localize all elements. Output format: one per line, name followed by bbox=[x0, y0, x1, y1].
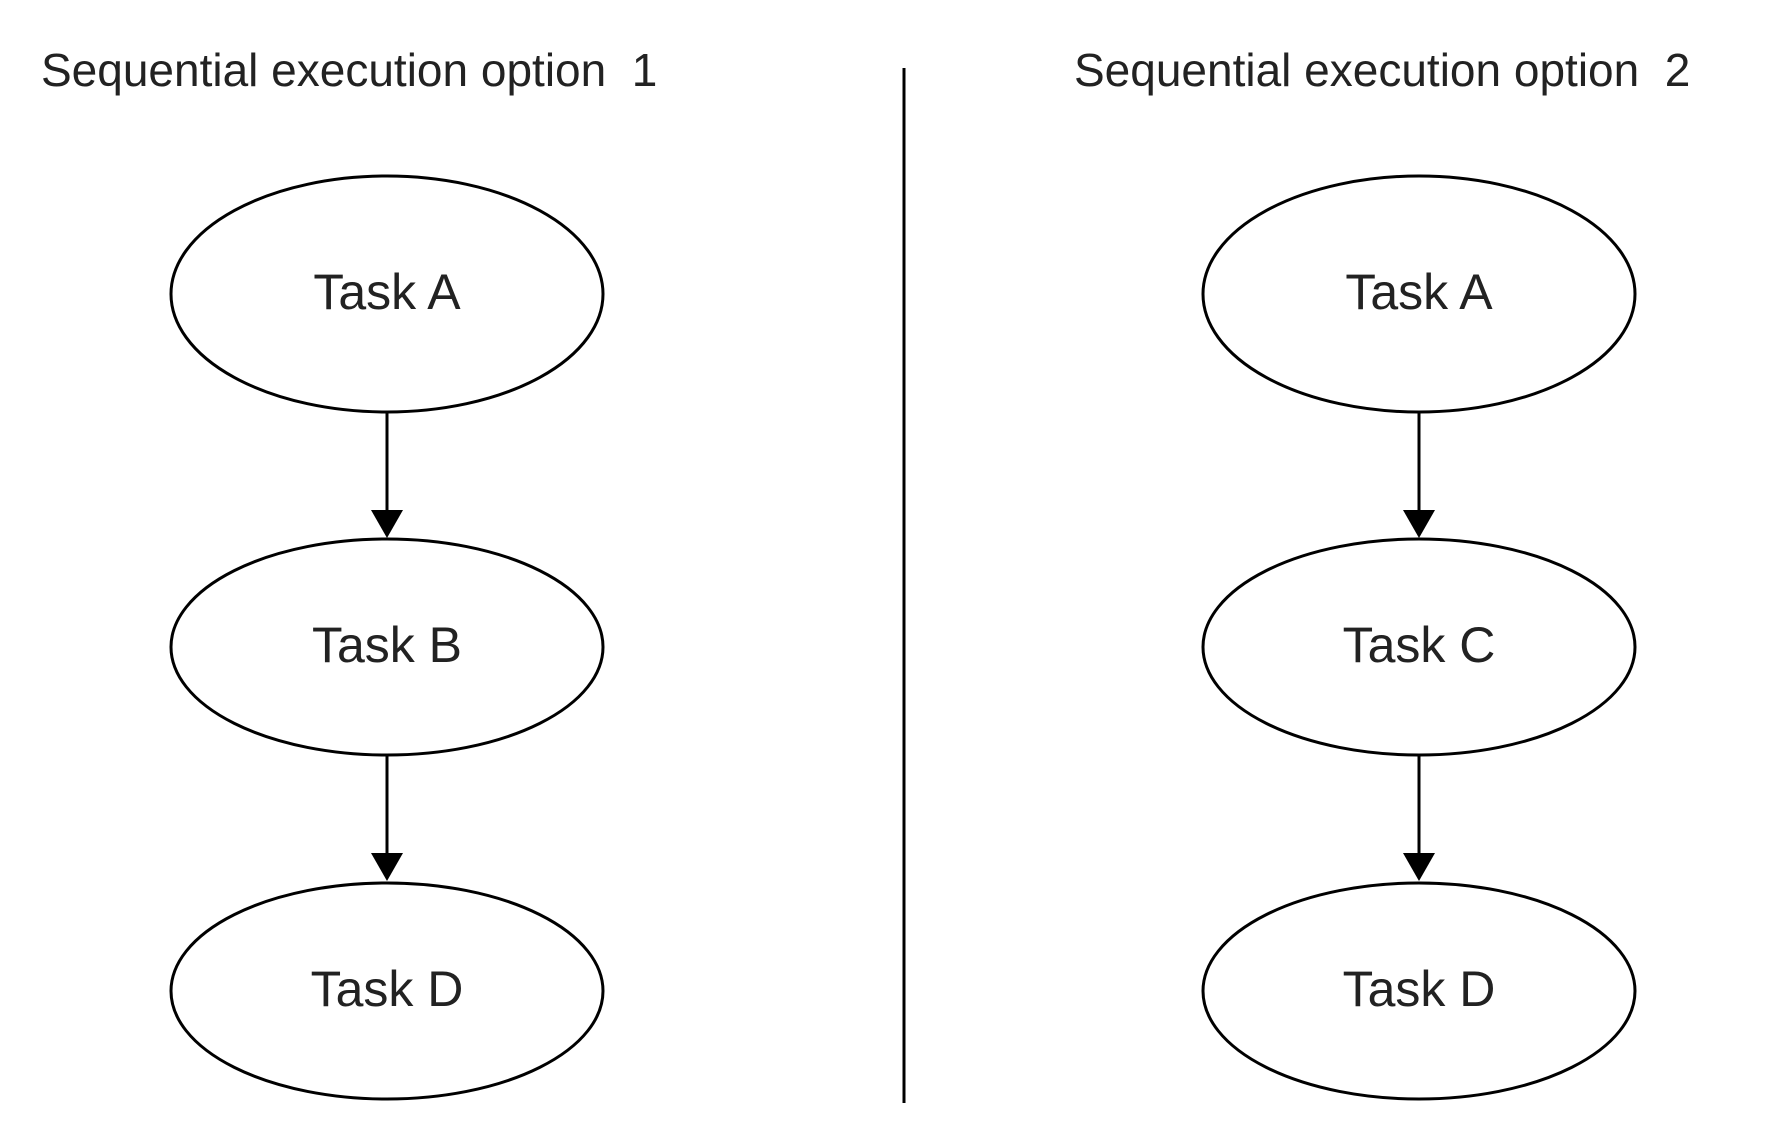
option-1-node-task-b: Task B bbox=[169, 537, 605, 757]
option-2-arrowhead-c-to-d bbox=[1403, 853, 1435, 881]
option-1-panel: Sequential execution option 1 Task A Tas… bbox=[41, 44, 657, 1101]
option-2-node-task-c-shape bbox=[1201, 537, 1637, 757]
option-1-title: Sequential execution option 1 bbox=[41, 44, 657, 96]
option-1-node-task-d-label: Task D bbox=[311, 961, 464, 1017]
option-1-arrowhead-b-to-d bbox=[371, 853, 403, 881]
option-1-node-task-b-label: Task B bbox=[312, 617, 462, 673]
option-2-node-task-d: Task D bbox=[1201, 881, 1637, 1101]
option-1-node-task-a-label: Task A bbox=[313, 264, 461, 320]
option-2-node-task-a: Task A bbox=[1201, 174, 1637, 414]
option-2-node-task-a-label: Task A bbox=[1345, 264, 1493, 320]
option-2-panel: Sequential execution option 2 Task A Tas… bbox=[1074, 44, 1690, 1101]
option-2-arrowhead-a-to-c bbox=[1403, 510, 1435, 538]
option-2-node-task-c: Task C bbox=[1201, 537, 1637, 757]
option-1-node-task-a: Task A bbox=[169, 174, 605, 414]
option-2-node-task-c-label: Task C bbox=[1343, 617, 1496, 673]
option-2-node-task-d-label: Task D bbox=[1343, 961, 1496, 1017]
option-1-arrowhead-a-to-b bbox=[371, 510, 403, 538]
option-1-node-task-a-shape bbox=[169, 174, 605, 414]
option-2-title: Sequential execution option 2 bbox=[1074, 44, 1690, 96]
option-2-node-task-d-shape bbox=[1201, 881, 1637, 1101]
option-1-node-task-b-shape bbox=[169, 537, 605, 757]
option-2-node-task-a-shape bbox=[1201, 174, 1637, 414]
option-1-node-task-d: Task D bbox=[169, 881, 605, 1101]
option-1-node-task-d-shape bbox=[169, 881, 605, 1101]
